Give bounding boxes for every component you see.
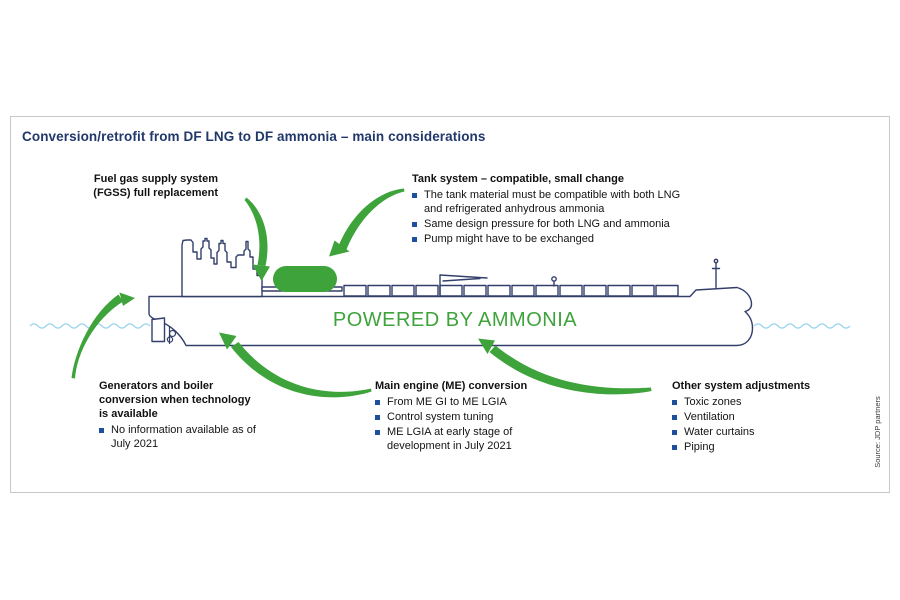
- callout-other-bullets: Toxic zones Ventilation Water curtains P…: [672, 395, 822, 454]
- ship-propeller: [166, 325, 177, 345]
- arrow-generators: [71, 292, 135, 379]
- bullet-item: From ME GI to ME LGIA: [375, 395, 547, 409]
- bullet-text: ME LGIA at early stage of development in…: [387, 426, 513, 452]
- callout-other-heading: Other system adjustments: [672, 380, 811, 392]
- page-title: Conversion/retrofit from DF LNG to DF am…: [22, 129, 486, 144]
- bullet-square-icon: [375, 414, 380, 420]
- callout-generators: Generators and boiler conversion when te…: [99, 379, 264, 451]
- deck-hatches: [343, 284, 679, 297]
- bullet-text: No information available as of July 2021: [111, 424, 256, 450]
- callout-main-engine-bullets: From ME GI to ME LGIA Control system tun…: [375, 395, 547, 453]
- bullet-item: ME LGIA at early stage of development in…: [375, 425, 547, 453]
- arrow-other-systems: [478, 338, 652, 395]
- bullet-item: Ventilation: [672, 410, 822, 424]
- bullet-item: Water curtains: [672, 425, 822, 439]
- bullet-text: Pump might have to be exchanged: [424, 233, 595, 245]
- fuel-tank: [273, 266, 337, 292]
- bullet-text: Ventilation: [684, 411, 735, 423]
- callout-generators-heading: Generators and boiler conversion when te…: [99, 380, 251, 420]
- ship-superstructure: [181, 237, 263, 298]
- bullet-square-icon: [672, 414, 677, 420]
- hull-slogan: POWERED BY AMMONIA: [332, 309, 578, 331]
- bullet-square-icon: [672, 399, 677, 405]
- callout-other-systems: Other system adjustments Toxic zones Ven…: [672, 379, 822, 454]
- bullet-text: The tank material must be compatible wit…: [424, 189, 681, 215]
- callout-generators-bullets: No information available as of July 2021: [99, 423, 264, 451]
- bullet-item: Piping: [672, 440, 822, 454]
- bullet-item: No information available as of July 2021: [99, 423, 264, 451]
- bullet-item: Pump might have to be exchanged: [412, 232, 684, 246]
- bullet-text: Piping: [684, 441, 715, 453]
- waterline-right: [753, 323, 851, 329]
- callout-tank-bullets: The tank material must be compatible wit…: [412, 188, 684, 246]
- bullet-square-icon: [672, 444, 677, 450]
- bullet-item: Same design pressure for both LNG and am…: [412, 217, 684, 231]
- bullet-text: From ME GI to ME LGIA: [387, 396, 507, 408]
- callout-tank-system: Tank system – compatible, small change T…: [412, 172, 684, 246]
- bullet-square-icon: [375, 429, 380, 435]
- bullet-square-icon: [412, 192, 417, 198]
- callout-fgss-heading: Fuel gas supply system (FGSS) full repla…: [93, 173, 218, 199]
- bullet-text: Same design pressure for both LNG and am…: [424, 218, 670, 230]
- bullet-item: Toxic zones: [672, 395, 822, 409]
- callout-main-engine-heading: Main engine (ME) conversion: [375, 380, 528, 392]
- callout-tank-heading: Tank system – compatible, small change: [412, 173, 624, 185]
- ship-rudder: [151, 317, 166, 343]
- bullet-square-icon: [375, 399, 380, 405]
- arrow-main-engine: [219, 332, 372, 398]
- arrow-fgss: [244, 197, 270, 281]
- bullet-item: Control system tuning: [375, 410, 547, 424]
- bullet-square-icon: [99, 427, 104, 433]
- bullet-square-icon: [412, 221, 417, 227]
- source-note: Source: JDP partners: [873, 396, 882, 468]
- deck-crane: [439, 274, 488, 297]
- bullet-text: Control system tuning: [387, 411, 494, 423]
- bullet-square-icon: [672, 429, 677, 435]
- deck-vent: [551, 276, 557, 287]
- bullet-text: Water curtains: [684, 426, 755, 438]
- arrow-tank-system: [329, 188, 405, 257]
- bow-mast: [711, 258, 721, 289]
- bullet-item: The tank material must be compatible wit…: [412, 188, 684, 216]
- bullet-square-icon: [412, 236, 417, 242]
- callout-fgss: Fuel gas supply system (FGSS) full repla…: [78, 172, 218, 200]
- ship-outline: [148, 237, 754, 347]
- bullet-text: Toxic zones: [684, 396, 742, 408]
- callout-main-engine: Main engine (ME) conversion From ME GI t…: [375, 379, 547, 453]
